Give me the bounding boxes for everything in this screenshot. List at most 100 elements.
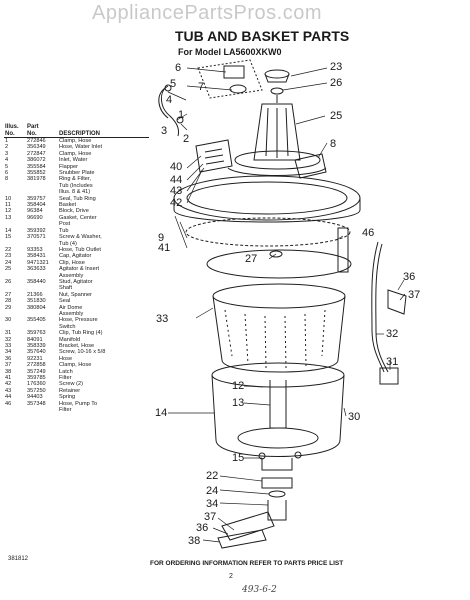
callout-24: 24	[206, 485, 219, 497]
header-illus: Illus.	[5, 124, 19, 130]
illus-no-cell: 14	[5, 227, 12, 234]
description-cell: Screw, 10-16 x 5/8	[59, 349, 106, 356]
description-cell: Basket	[59, 202, 77, 209]
illus-no-cell	[4, 407, 26, 413]
callout-1: 1	[178, 109, 185, 121]
illus-no-cell: 26	[5, 278, 12, 285]
part-no-cell: 9471321	[27, 259, 49, 266]
table-row: 15 370571 Screw & Washer,	[4, 234, 149, 240]
page-number: 2	[229, 573, 233, 580]
air-dome-drawing	[337, 227, 407, 385]
table-row: Tub (Includes	[4, 183, 149, 189]
part-no-cell: 355405	[27, 317, 46, 324]
table-row: 6 355852 Snubber Plate	[4, 170, 149, 176]
part-no-cell: 272846	[27, 138, 46, 144]
table-row: Switch	[4, 324, 149, 330]
part-no-cell: 358339	[27, 343, 46, 349]
description-cell: Filter	[59, 375, 72, 382]
header-description: DESCRIPTION	[58, 124, 149, 138]
part-no-cell: 380804	[27, 304, 46, 311]
part-no-cell: 357249	[27, 368, 46, 375]
part-no-cell: 96690	[27, 214, 43, 221]
outer-tub-drawing	[211, 362, 345, 471]
table-row: Post	[4, 221, 149, 227]
table-row: Shaft	[4, 285, 149, 291]
illus-no-cell: 24	[5, 259, 12, 266]
part-no-cell: 355852	[27, 170, 46, 177]
description-cell: Switch	[59, 323, 76, 330]
part-no-cell: 370571	[27, 234, 46, 241]
description-cell: Agitator & Insert	[59, 266, 100, 273]
description-cell: Clip, Tub Ring (4)	[59, 330, 103, 337]
illus-no-cell: 13	[5, 214, 12, 221]
callout-8: 8	[330, 138, 337, 150]
description-cell: Inlet, Water	[59, 157, 88, 164]
callout-38: 37	[204, 511, 217, 523]
callout-38-lower: 38	[188, 535, 201, 547]
basket-drawing	[206, 249, 352, 373]
description-cell: Shaft	[59, 285, 73, 292]
part-no-cell: 358431	[27, 253, 46, 260]
callout-23: 23	[330, 61, 343, 73]
description-cell: Tub (Includes	[59, 182, 93, 189]
illus-no-cell: 44	[5, 394, 12, 401]
callout-42: 42	[170, 197, 183, 209]
callout-40: 40	[170, 161, 183, 173]
description-cell: Tub	[59, 227, 69, 234]
part-no-cell: 92231	[27, 355, 43, 362]
description-cell: Post	[59, 221, 71, 228]
handwritten-note: 493-6-2	[242, 585, 277, 595]
outlet-hose-drawing	[217, 477, 293, 549]
illus-no-cell: 4	[5, 157, 9, 164]
illus-no-cell: 36	[5, 355, 12, 362]
description-cell: Nut, Spanner	[59, 291, 92, 298]
part-no-cell: 357348	[27, 400, 46, 407]
description-cell: Seal	[59, 298, 71, 305]
callout-30: 32	[386, 328, 399, 340]
header-illus-no-label: No.	[5, 130, 15, 137]
callout-33: 36	[403, 271, 416, 283]
illus-no-cell: 10	[5, 195, 12, 202]
tub-ring-drawing	[173, 139, 361, 247]
description-cell: Hose, Tub Outlet	[59, 246, 101, 253]
callout-26: 26	[330, 77, 343, 89]
illus-no-cell: 25	[5, 266, 12, 273]
description-cell: Screw & Washer,	[59, 234, 102, 241]
table-row: 25 363633 Agitator & Insert	[4, 266, 149, 272]
illus-no-cell: 15	[5, 234, 12, 241]
callout-14: 14	[155, 407, 168, 419]
callout-2: 2	[183, 133, 190, 145]
description-cell: Clip, Hose	[59, 259, 85, 266]
callout-7: 7	[198, 81, 205, 93]
illus-no-cell: 3	[5, 150, 9, 157]
callout-25: 25	[330, 110, 343, 122]
part-no-cell: 357640	[27, 349, 46, 356]
table-row: Illus. 8 & 41)	[4, 189, 149, 195]
description-cell: Illus. 8 & 41)	[59, 189, 91, 196]
description-cell: Clamp, Hose	[59, 150, 92, 157]
callout-27: 27	[245, 253, 258, 265]
table-row: 24 9471321 Clip, Hose	[4, 260, 149, 266]
part-no-cell: 363633	[27, 266, 46, 273]
illus-no-cell: 37	[5, 362, 12, 369]
part-no-cell: 355584	[27, 163, 46, 170]
description-cell: Air Dome	[59, 304, 83, 311]
description-cell: Snubber Plate	[59, 170, 95, 177]
illus-no-cell: 6	[5, 170, 9, 177]
description-cell: Flapper	[59, 163, 78, 170]
